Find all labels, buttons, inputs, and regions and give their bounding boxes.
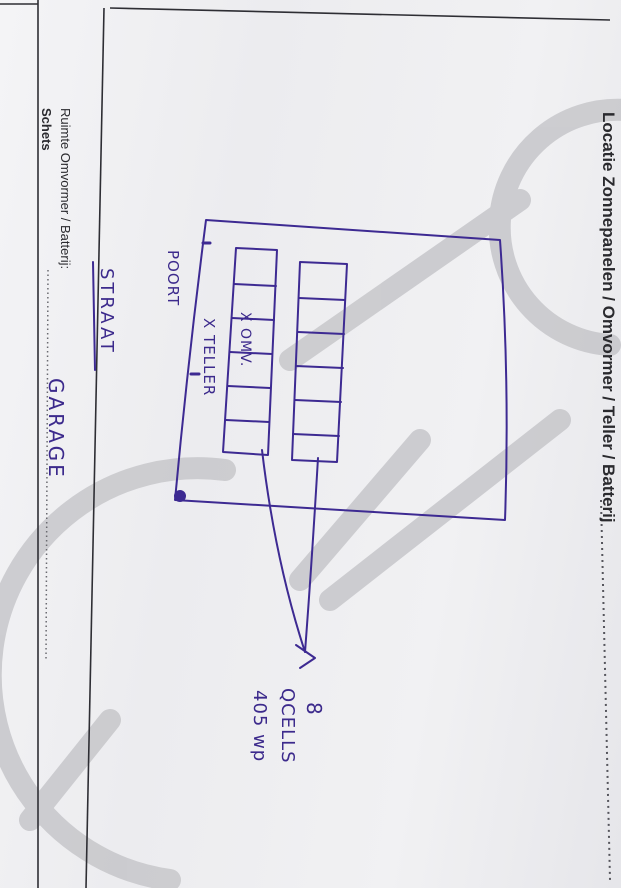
street-label: STRAAT	[96, 268, 117, 355]
panel-brand: QCELLS	[277, 688, 298, 764]
panel-power: 405 wp	[249, 690, 270, 762]
section-heading: Locatie Zonnepanelen / Omvormer / Teller…	[598, 112, 618, 523]
site-plan	[93, 220, 507, 668]
heading-dotted-line	[601, 500, 610, 880]
inverter-label: X OMV.	[237, 312, 253, 367]
meter-label: X TELLER	[200, 318, 218, 396]
panel-count: 8	[302, 702, 326, 715]
gate-label: POORT	[164, 250, 182, 306]
watermark-logo	[0, 110, 621, 880]
room-label: Ruimte Omvormer / Batterij:	[58, 108, 73, 269]
room-value: GARAGE	[44, 378, 68, 480]
schets-label: Schets	[39, 108, 54, 151]
